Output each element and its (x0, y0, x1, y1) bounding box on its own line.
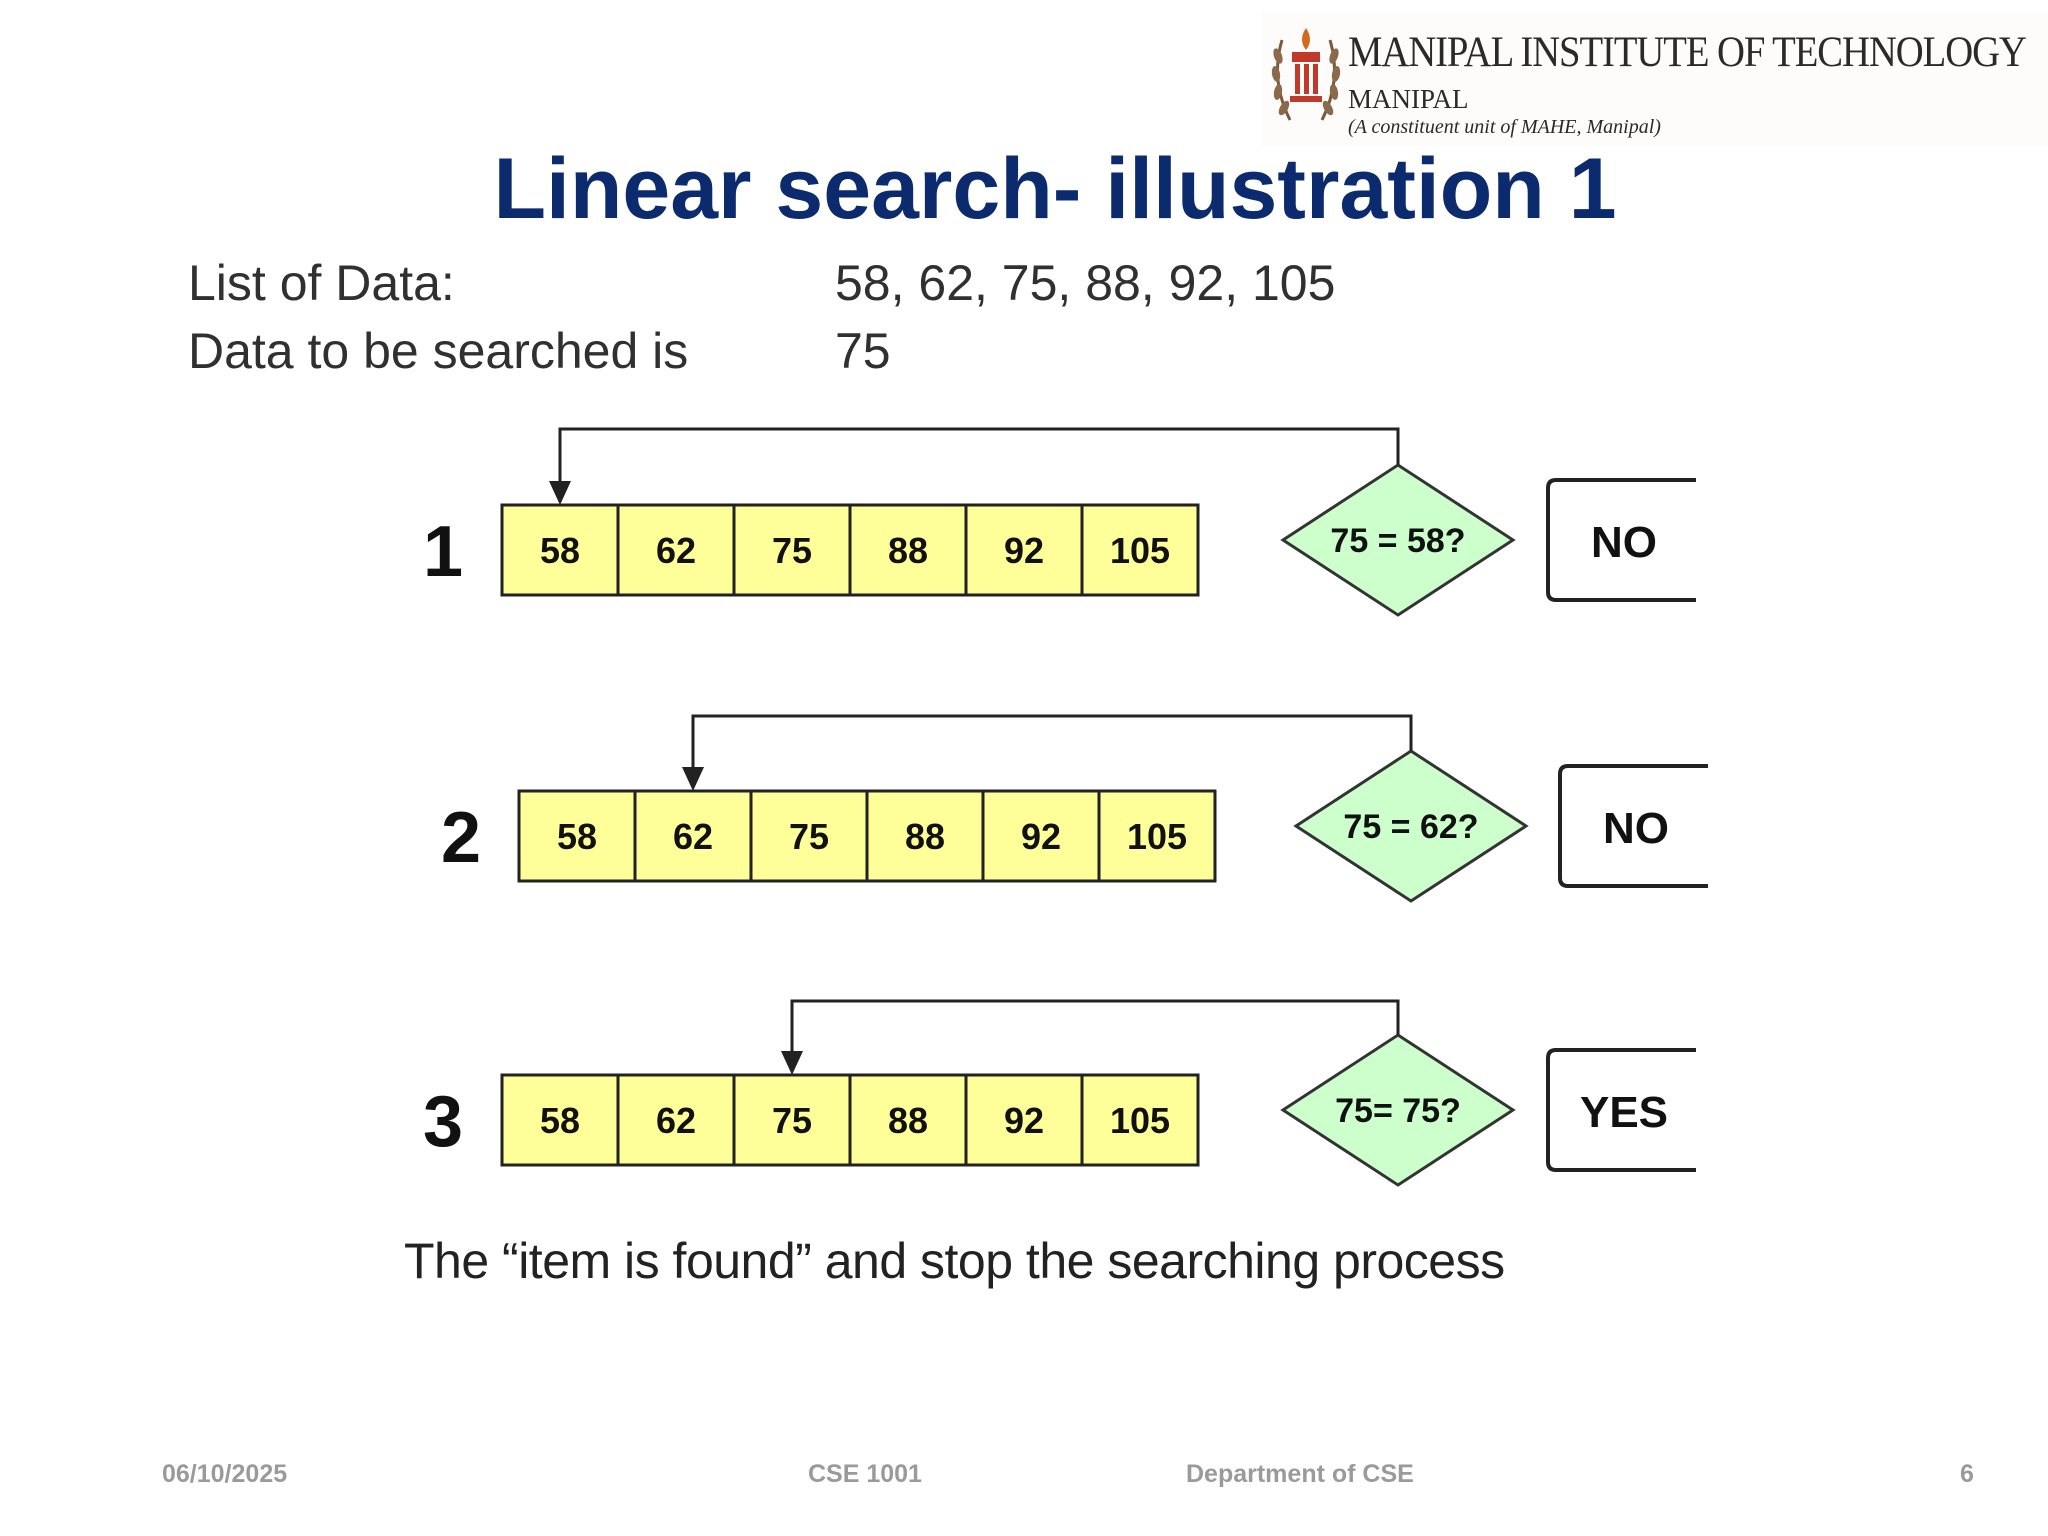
array-cell-value: 75 (789, 816, 829, 857)
pointer-arrowhead (781, 1051, 803, 1075)
array-cell (964, 1073, 1084, 1167)
array-cell (633, 789, 753, 883)
pointer-connector (558, 427, 1400, 483)
array-cell (848, 503, 968, 597)
answer-text: YES (1580, 1088, 1668, 1137)
comparison-question: 75 = 62? (1343, 808, 1478, 846)
array-cell-value: 105 (1110, 1100, 1170, 1141)
step-number: 1 (423, 512, 463, 592)
array-cell (616, 503, 736, 597)
answer-box (1546, 1048, 1696, 1172)
array-cell-value: 62 (673, 816, 713, 857)
array-cell (1080, 1073, 1200, 1167)
array-cell-value: 75 (772, 1100, 812, 1141)
array-cell-value: 58 (540, 530, 580, 571)
answer-box (1558, 764, 1708, 888)
array-cell (500, 1073, 620, 1167)
pointer-arrowhead (682, 767, 704, 791)
search-step-3: 3 58 62 75 88 92 105 75= 75? YES (423, 999, 1696, 1187)
array-cell-value: 62 (656, 1100, 696, 1141)
array-cell-value: 58 (540, 1100, 580, 1141)
comparison-diamond (1280, 1033, 1516, 1187)
array-cell-value: 62 (656, 530, 696, 571)
emblem-icon (1271, 28, 1341, 121)
array-cell-value: 58 (557, 816, 597, 857)
array-cell (732, 1073, 852, 1167)
pointer-connector (790, 999, 1400, 1053)
array-cell (964, 503, 1084, 597)
array-cell-value: 92 (1004, 1100, 1044, 1141)
array-cell (1080, 503, 1200, 597)
conclusion-text: The “item is found” and stop the searchi… (404, 1233, 1505, 1289)
institute-logo: MANIPAL INSTITUTE OF TECHNOLOGY MANIPAL … (1262, 12, 2048, 146)
institute-city: MANIPAL (1348, 84, 1469, 114)
answer-text: NO (1603, 804, 1669, 853)
array-cell (865, 789, 985, 883)
array-cell (981, 789, 1101, 883)
footer-date: 06/10/2025 (162, 1460, 288, 1488)
search-step-2: 2 58 62 75 88 92 105 75 = 62? NO (441, 714, 1708, 903)
pointer-arrowhead (549, 481, 571, 505)
list-label: List of Data: (188, 255, 455, 311)
footer-department: Department of CSE (1186, 1460, 1414, 1488)
comparison-question: 75= 75? (1335, 1092, 1461, 1130)
footer-page-number: 6 (1960, 1460, 1974, 1488)
comparison-question: 75 = 58? (1330, 522, 1465, 560)
array-cell-value: 92 (1021, 816, 1061, 857)
array-cell-value: 88 (905, 816, 945, 857)
search-label: Data to be searched is (188, 323, 689, 379)
array-cell-value: 105 (1127, 816, 1187, 857)
array-cell-value: 92 (1004, 530, 1044, 571)
array-cell (749, 789, 869, 883)
array-cell-value: 75 (772, 530, 812, 571)
array-cell-value: 88 (888, 1100, 928, 1141)
step-number: 2 (441, 798, 481, 878)
array-cell-value: 105 (1110, 530, 1170, 571)
array-cell (848, 1073, 968, 1167)
pointer-connector (691, 714, 1413, 769)
slide-title: Linear search- illustration 1 (493, 141, 1617, 237)
array-cell (1097, 789, 1217, 883)
answer-box (1546, 478, 1696, 602)
comparison-diamond (1280, 463, 1516, 617)
institute-name: MANIPAL INSTITUTE OF TECHNOLOGY (1348, 29, 2027, 76)
institute-note: (A constituent unit of MAHE, Manipal) (1348, 116, 1661, 138)
step-number: 3 (423, 1082, 463, 1162)
comparison-diamond (1293, 749, 1529, 903)
array-cell (732, 503, 852, 597)
array-cell-value: 88 (888, 530, 928, 571)
search-step-1: 1 58 62 75 88 92 105 75 = 58? NO (423, 427, 1696, 617)
search-value: 75 (835, 323, 891, 379)
footer-course: CSE 1001 (808, 1460, 922, 1488)
list-value: 58, 62, 75, 88, 92, 105 (835, 255, 1336, 311)
answer-text: NO (1591, 518, 1657, 567)
